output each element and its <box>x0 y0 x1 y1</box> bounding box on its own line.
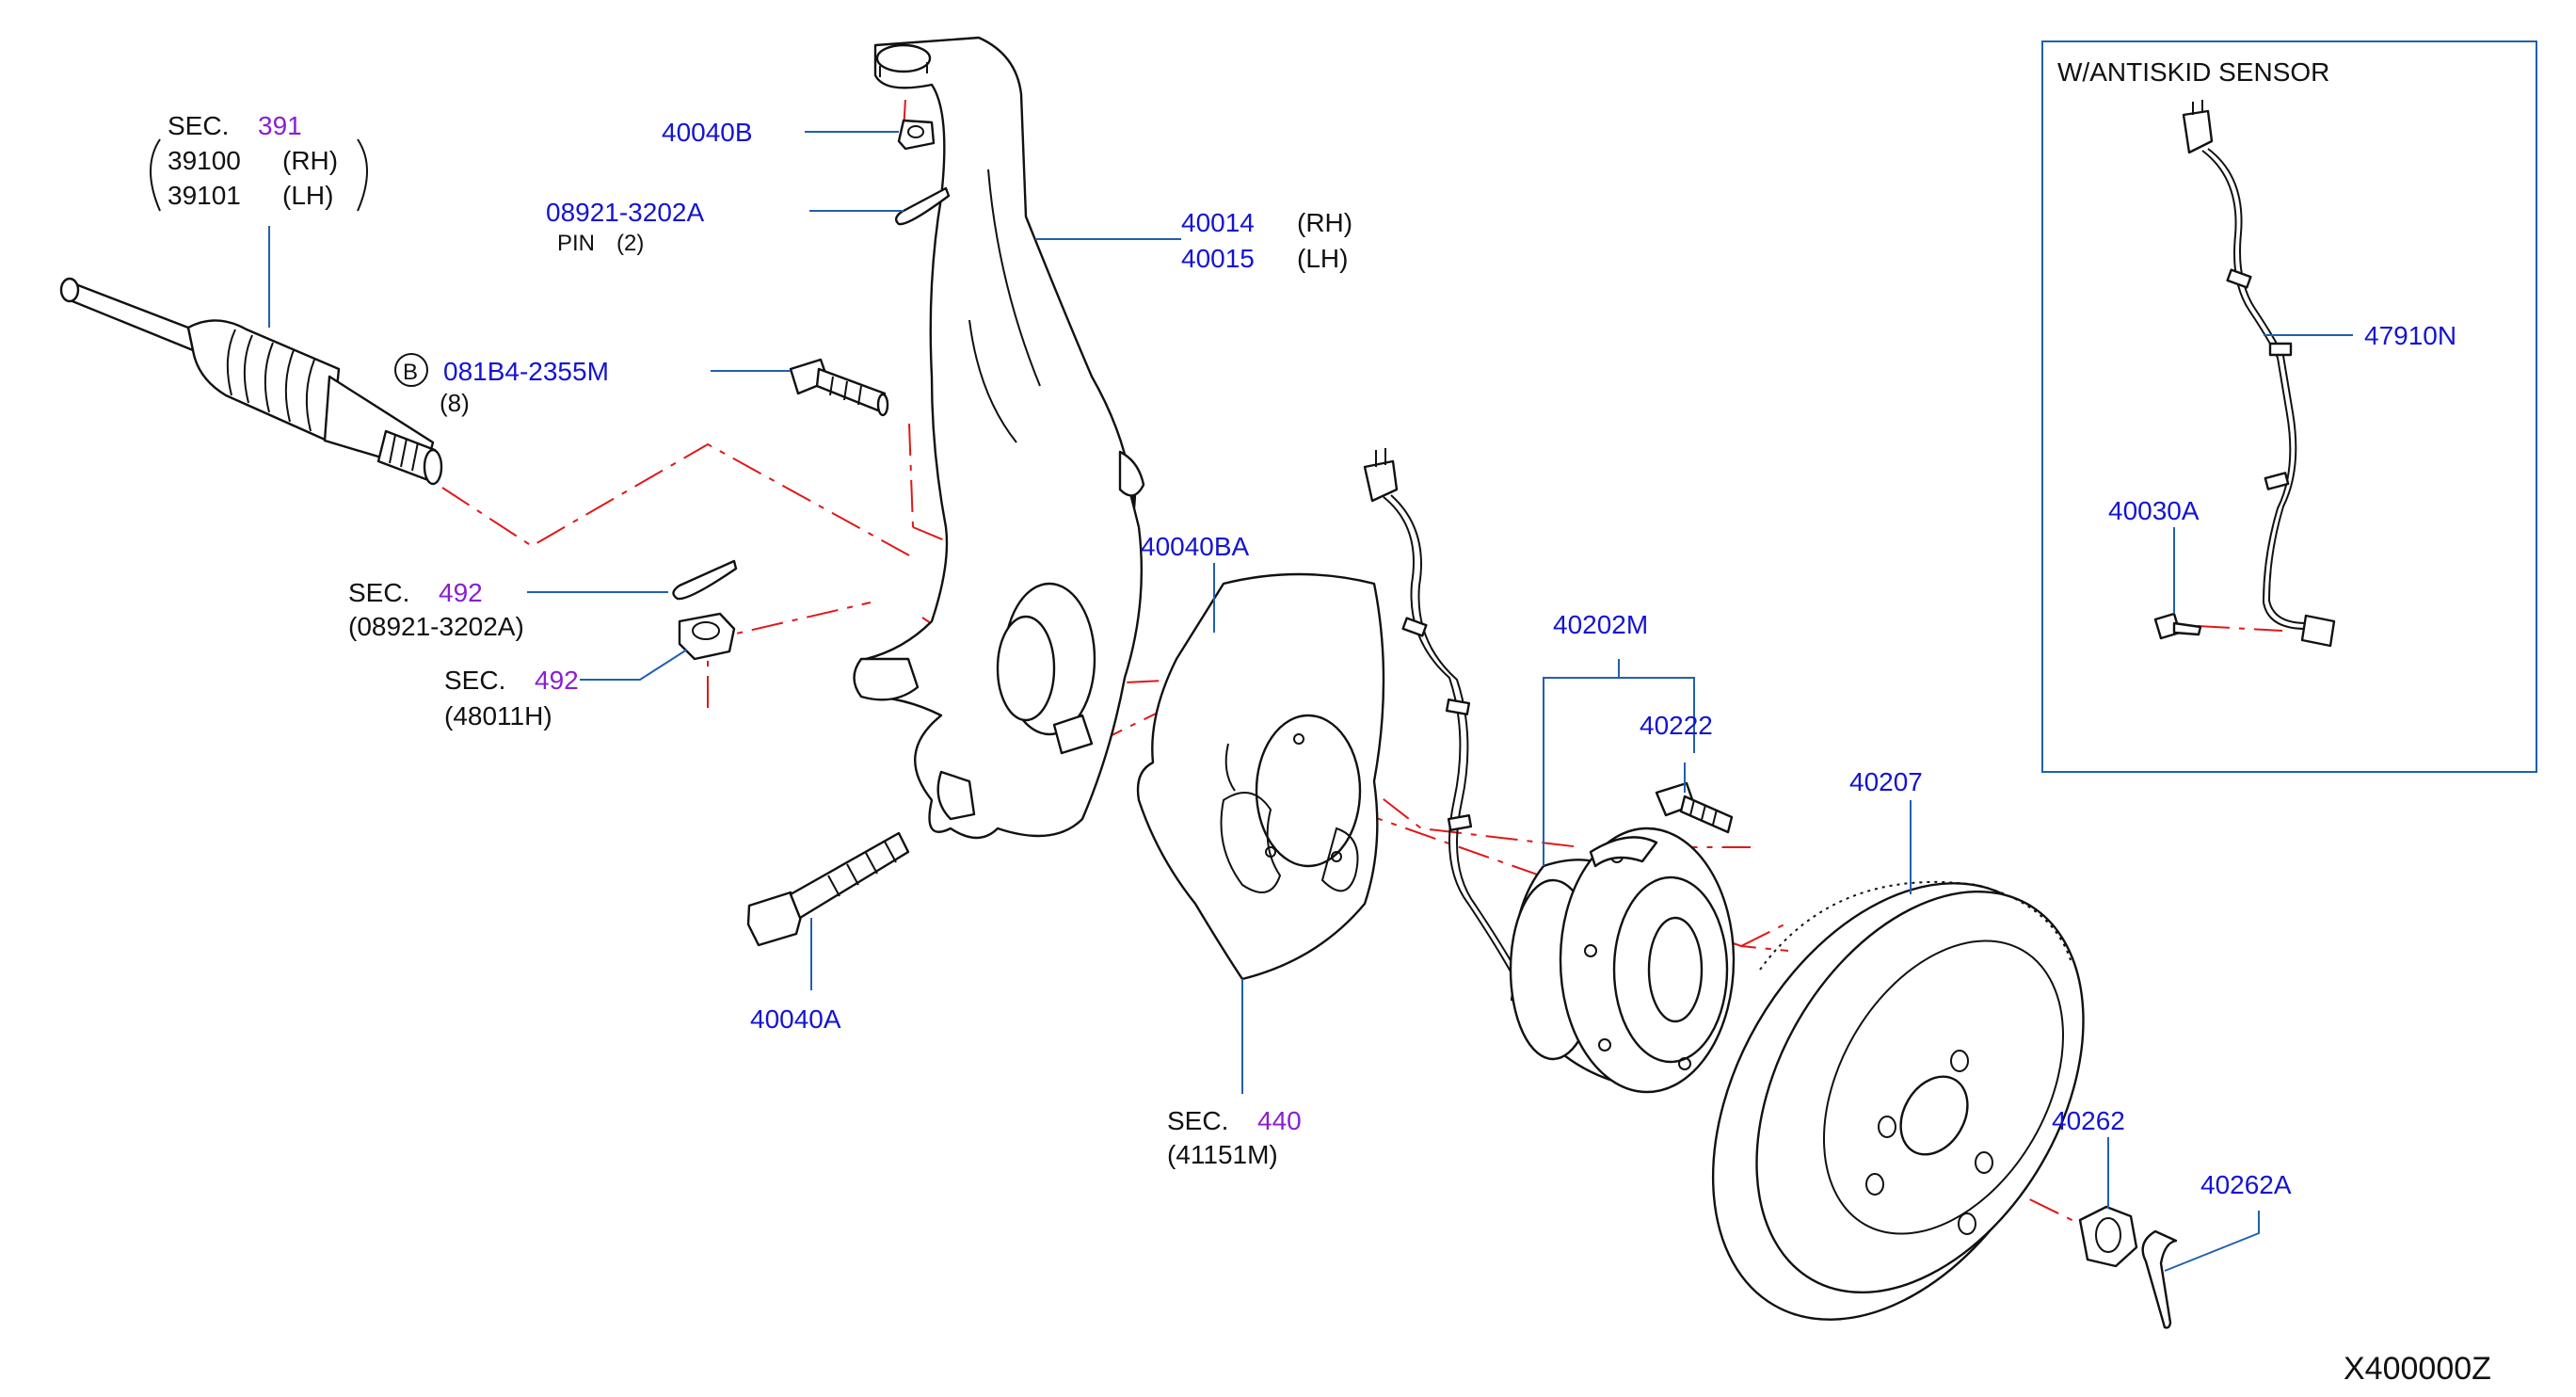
drive-shaft <box>59 277 443 486</box>
sec391-line2-side: (LH) <box>282 181 333 210</box>
cotter-pin-40262A <box>2141 1229 2178 1329</box>
steering-knuckle <box>853 36 1145 840</box>
backing-plate <box>1136 572 1385 981</box>
part-40207[interactable]: 40207 <box>1849 767 1923 796</box>
sec391-num[interactable]: 391 <box>258 111 302 140</box>
inset-sensor-drawing <box>2153 100 2336 648</box>
cotter-pin-sec492 <box>672 559 738 601</box>
sec440-sec: SEC. <box>1167 1106 1228 1135</box>
nut-sec492 <box>678 612 736 661</box>
part-40040A[interactable]: 40040A <box>750 1004 841 1034</box>
part-40014[interactable]: 40014 <box>1181 208 1255 237</box>
sec391-line2-no: 39101 <box>168 181 241 210</box>
part-08921-3202A[interactable]: 08921-3202A <box>546 198 704 227</box>
pin-desc: PIN <box>557 231 595 256</box>
sec391-line1-side: (RH) <box>282 146 338 175</box>
part-40040B[interactable]: 40040B <box>662 118 753 147</box>
figure-code: X400000Z <box>2344 1351 2491 1387</box>
sec391-line1-no: 39100 <box>168 146 241 175</box>
leader-lines <box>150 131 2353 1272</box>
part-081B4-2355M[interactable]: 081B4-2355M <box>443 357 609 386</box>
wheel-hub-bearing <box>1509 827 1736 1094</box>
inset-frame <box>2041 40 2537 773</box>
inset-title: W/ANTISKID SENSOR <box>2057 57 2329 87</box>
sec492a-num[interactable]: 492 <box>439 578 483 607</box>
part-40040BA[interactable]: 40040BA <box>1141 532 1250 561</box>
nut-40040B <box>897 119 936 151</box>
sec492a-sec: SEC. <box>348 578 409 607</box>
sec492b-sec: SEC. <box>444 666 505 695</box>
marker-b: B <box>403 360 418 385</box>
axle-nut-40262 <box>2078 1205 2138 1268</box>
sec492b-ref: (48011H) <box>444 701 552 731</box>
part-40015[interactable]: 40015 <box>1181 244 1255 273</box>
sec440-ref: (41151M) <box>1167 1140 1278 1169</box>
labels: SEC. 391 39100 (RH) 39101 (LH) 40040B 08… <box>168 57 2491 1387</box>
sec492a-ref: (08921-3202A) <box>348 612 524 641</box>
part-40015-side: (LH) <box>1297 244 1348 273</box>
part-081B4-qty: (8) <box>440 389 470 417</box>
marker-b-circle <box>394 353 428 387</box>
sec492b-num[interactable]: 492 <box>535 666 579 695</box>
part-47910N[interactable]: 47910N <box>2364 321 2456 350</box>
part-40222[interactable]: 40222 <box>1640 711 1713 740</box>
bolt-40040A <box>746 831 910 947</box>
part-40014-side: (RH) <box>1297 208 1352 237</box>
part-40262A[interactable]: 40262A <box>2200 1170 2292 1199</box>
brake-rotor <box>1711 880 2085 1321</box>
part-40202M[interactable]: 40202M <box>1553 610 1648 639</box>
part-40030A[interactable]: 40030A <box>2108 496 2200 525</box>
hub-bolt-40222 <box>1655 781 1734 834</box>
cotter-pin-08921 <box>894 186 951 226</box>
bolt-081B4 <box>789 358 889 417</box>
part-40262[interactable]: 40262 <box>2052 1106 2125 1135</box>
sec440-num[interactable]: 440 <box>1257 1106 1302 1135</box>
sec391-sec: SEC. <box>168 111 229 140</box>
pin-qty: (2) <box>616 231 644 256</box>
